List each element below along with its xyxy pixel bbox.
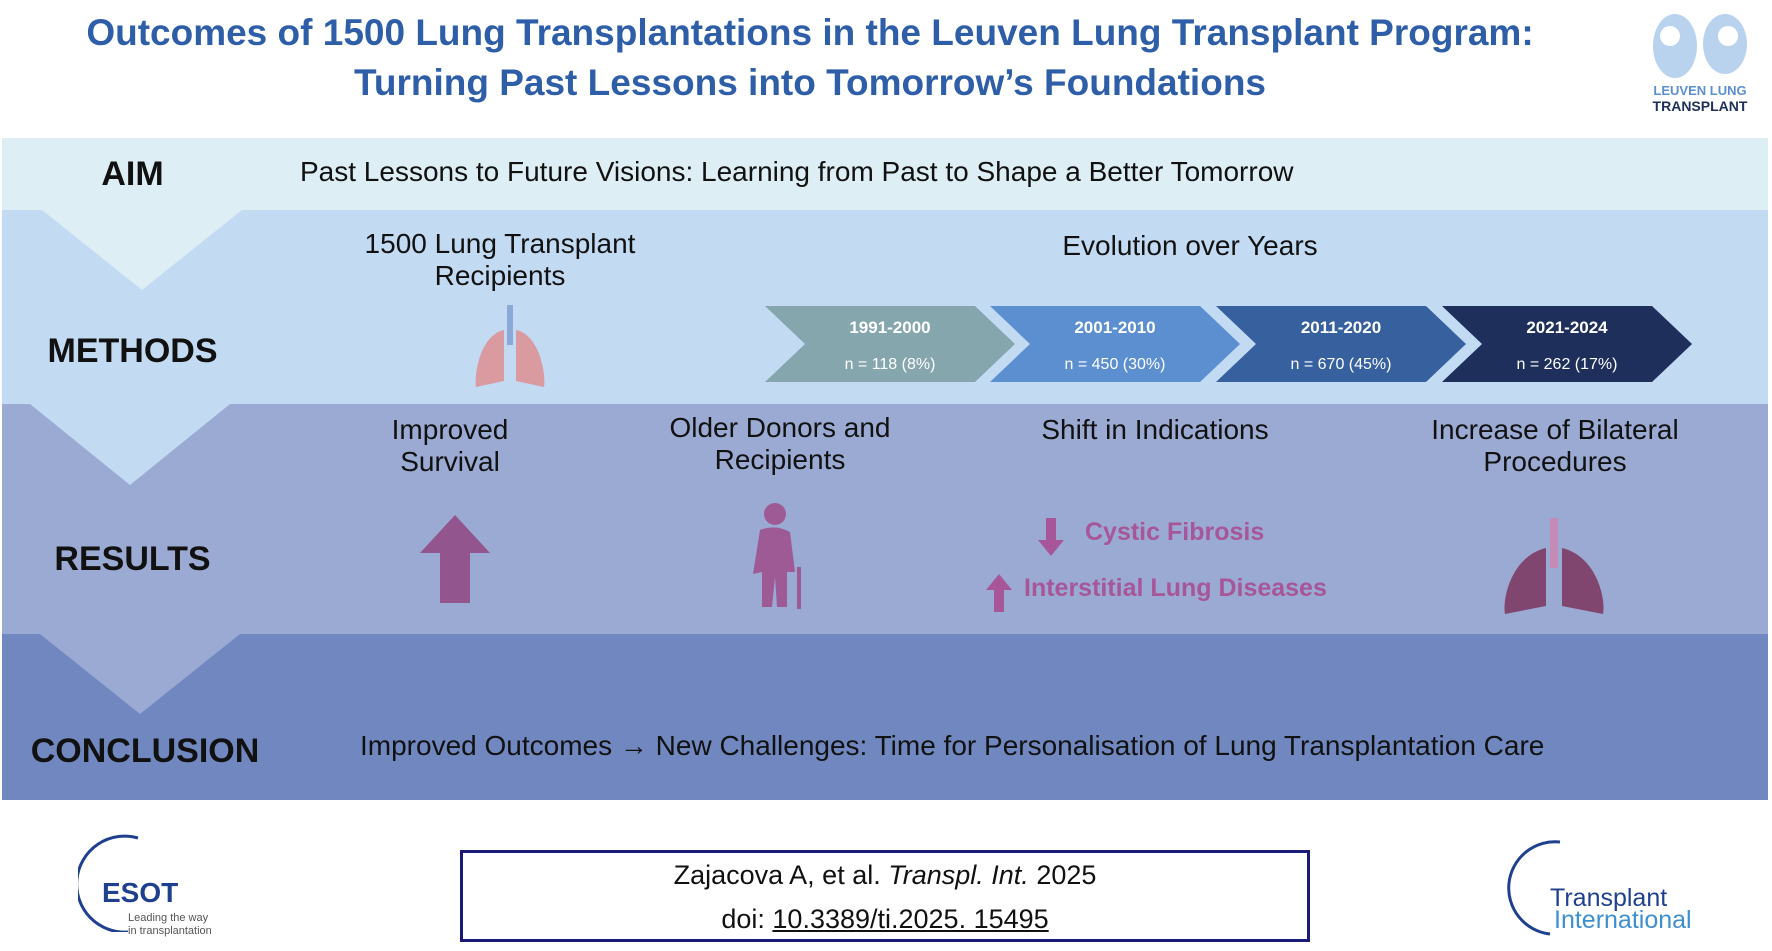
survival-heading: Improved Survival xyxy=(391,414,509,477)
arrow-down-icon xyxy=(1038,518,1064,556)
ti-arc-icon xyxy=(1507,840,1561,936)
arrow-up-small-icon xyxy=(986,574,1012,612)
page-title: Outcomes of 1500 Lung Transplantations i… xyxy=(86,12,1534,103)
esot-arc-icon xyxy=(78,834,139,932)
section-arrows xyxy=(30,210,242,714)
older-heading: Older Donors and Recipients xyxy=(669,412,891,475)
doi-link[interactable]: 10.3389/ti.2025. 15495 xyxy=(772,904,1049,934)
lungs-icon xyxy=(475,305,545,387)
lungs-cloud-icon xyxy=(1653,14,1747,78)
arrow-up-icon xyxy=(420,515,490,603)
esot-logo: ESOT Leading the way in transplantation xyxy=(78,832,238,942)
results-band xyxy=(2,404,1768,634)
ild-text: Interstitial Lung Diseases xyxy=(1024,574,1327,602)
citation-box: Zajacova A, et al. Transpl. Int. 2025 do… xyxy=(460,850,1310,942)
leuven-logo: LEUVEN LUNG TRANSPLANT xyxy=(1640,6,1760,114)
evolution-heading: Evolution over Years xyxy=(1062,230,1318,261)
conclusion-label: CONCLUSION xyxy=(30,732,260,770)
cystic-fibrosis-text: Cystic Fibrosis xyxy=(1085,518,1265,546)
bilateral-lungs-icon xyxy=(1504,518,1604,614)
conclusion-band xyxy=(2,634,1768,800)
aim-label: AIM xyxy=(101,155,164,193)
recipients-heading: 1500 Lung Transplant Recipients xyxy=(364,228,636,291)
methods-label: METHODS xyxy=(47,332,218,370)
elderly-person-icon xyxy=(753,503,801,609)
bilateral-heading: Increase of Bilateral Procedures xyxy=(1431,414,1679,477)
shift-heading: Shift in Indications xyxy=(1041,414,1269,445)
conclusion-text: Improved Outcomes → New Challenges: Time… xyxy=(360,730,1545,761)
aim-text: Past Lessons to Future Visions: Learning… xyxy=(300,156,1294,187)
transplant-international-logo: Transplant International xyxy=(1500,838,1720,938)
aim-band xyxy=(2,138,1768,210)
results-label: RESULTS xyxy=(54,540,211,578)
